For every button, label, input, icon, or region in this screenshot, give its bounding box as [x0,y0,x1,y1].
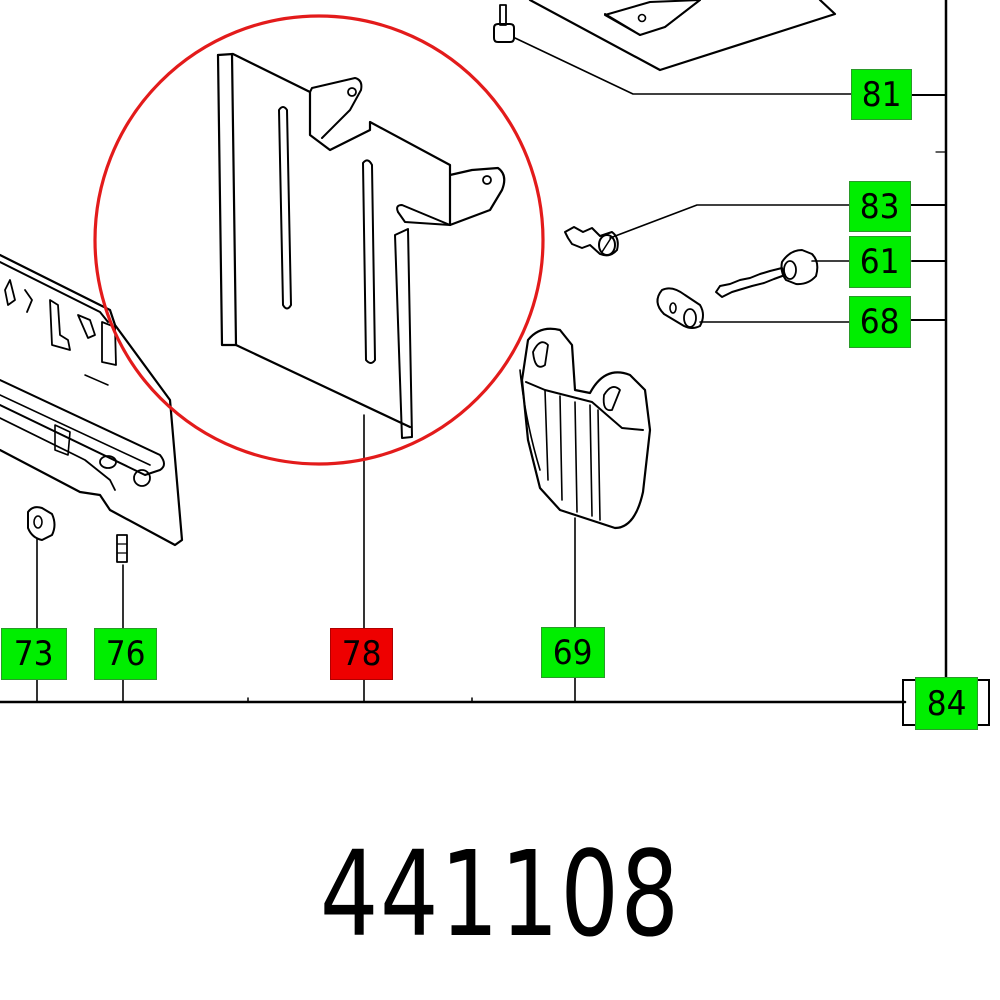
callout-83[interactable]: 83 [849,181,911,232]
highlight-circle [93,14,545,466]
callout-68[interactable]: 68 [849,296,911,348]
callout-73[interactable]: 73 [1,628,67,680]
part-number: 441108 [319,825,681,963]
callout-84[interactable]: 84 [915,677,978,730]
callout-81[interactable]: 81 [851,69,912,120]
callout-78-highlighted[interactable]: 78 [330,628,393,680]
callout-61[interactable]: 61 [849,236,911,288]
callout-69[interactable]: 69 [541,627,605,678]
callout-76[interactable]: 76 [94,628,157,680]
